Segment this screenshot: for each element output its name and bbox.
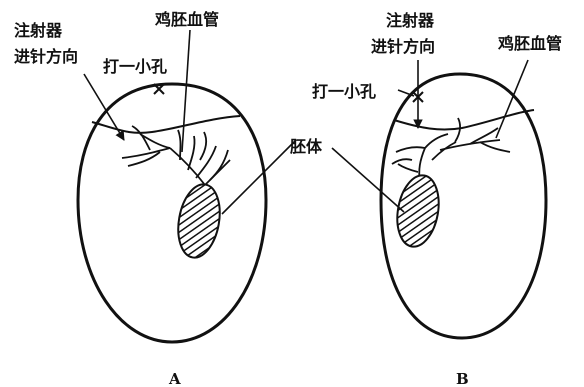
- air-sac-membrane-b: [394, 110, 534, 130]
- panel-b: 注射器 进针方向 打一小孔 鸡胚血管 B: [312, 11, 562, 387]
- caption-b: B: [456, 370, 469, 387]
- label-vessels-b: 鸡胚血管: [497, 34, 562, 53]
- label-injector-a-line2: 进针方向: [14, 47, 78, 66]
- label-vessels-a: 鸡胚血管: [154, 10, 219, 29]
- label-embryo-a: 胚体: [290, 137, 323, 156]
- embryo-body-b: [392, 172, 444, 250]
- blood-vessels-a: [122, 126, 230, 185]
- label-injector-b-line1: 注射器: [386, 11, 435, 30]
- panel-a: 注射器 进针方向 打一小孔 鸡胚血管 胚体 A: [14, 10, 323, 387]
- label-hole-b: 打一小孔: [312, 82, 376, 101]
- leader-injector-a: [84, 74, 124, 140]
- caption-a: A: [168, 370, 181, 387]
- leader-vessels-b: [496, 60, 528, 138]
- label-injector-b-line2: 进针方向: [371, 37, 435, 56]
- embryo-body-a: [173, 181, 225, 261]
- label-injector-a-line1: 注射器: [14, 21, 63, 40]
- leader-vessels-a: [182, 30, 190, 152]
- egg-shell-a: [78, 84, 266, 342]
- leader-embryo-to-b: [332, 148, 404, 212]
- label-hole-a: 打一小孔: [103, 57, 167, 76]
- blood-vessels-b: [392, 118, 510, 182]
